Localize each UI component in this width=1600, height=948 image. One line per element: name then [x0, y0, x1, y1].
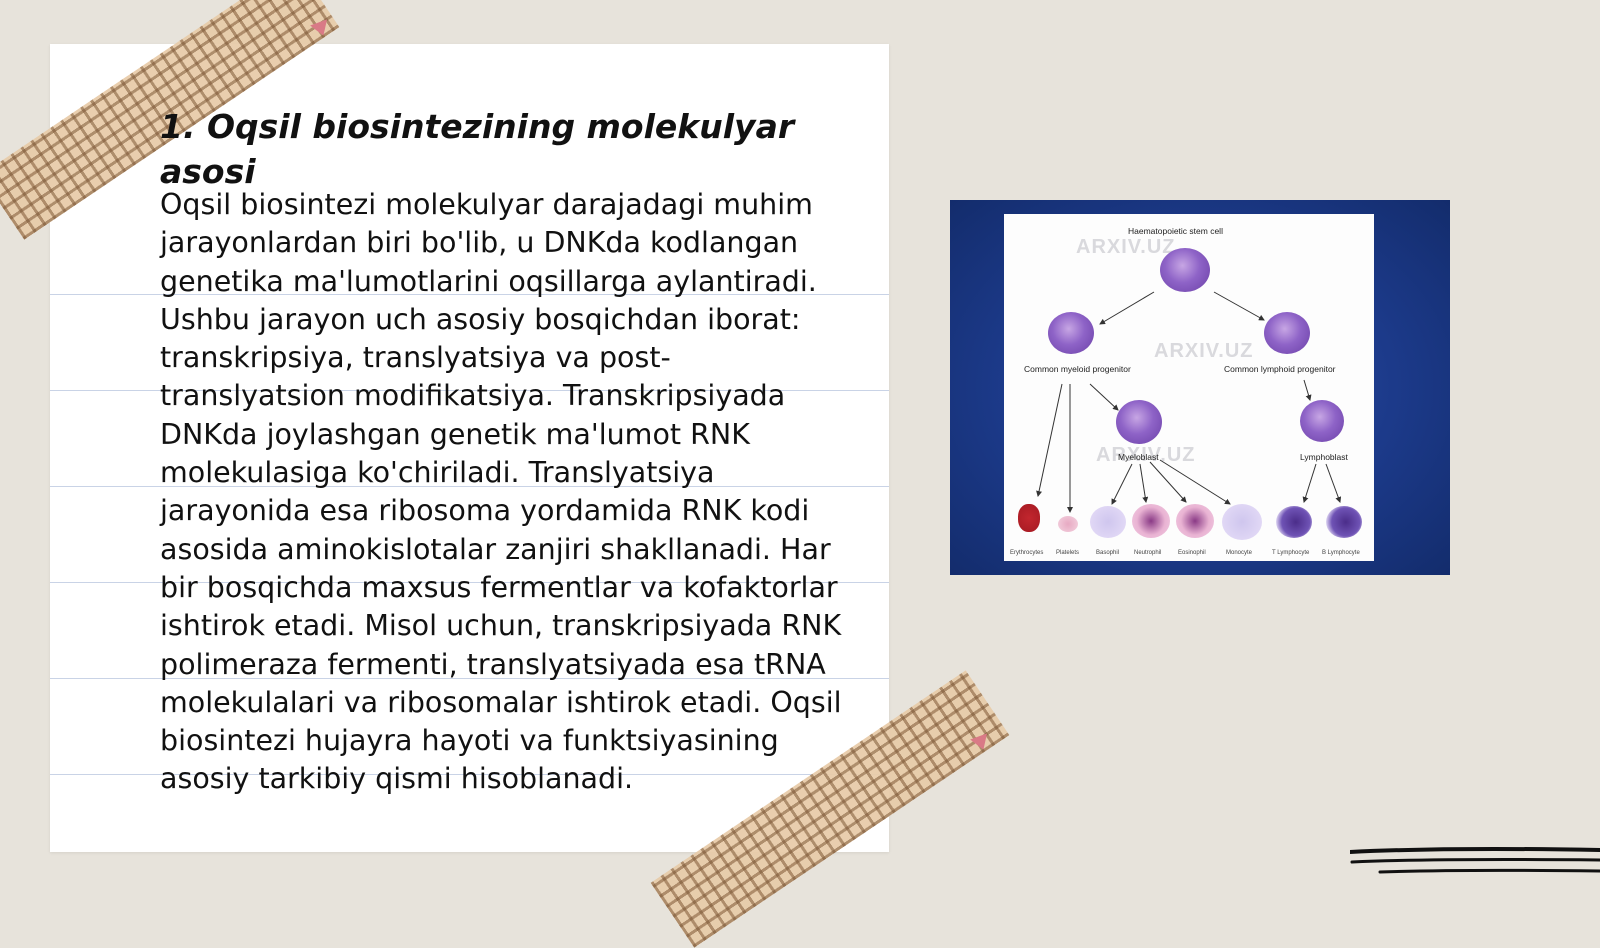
label-t-lymphocyte: T Lymphocyte — [1272, 550, 1310, 556]
paper-rule — [50, 678, 889, 679]
label-myeloid: Common myeloid progenitor — [1024, 364, 1131, 374]
paper-rule — [50, 774, 889, 775]
eosinophil-cell — [1176, 504, 1214, 538]
paper-rule — [50, 486, 889, 487]
label-myeloblast: Myeloblast — [1118, 452, 1159, 462]
lymphoblast-cell — [1300, 400, 1344, 442]
label-erythrocytes: Erythrocytes — [1010, 550, 1044, 556]
label-neutrophil: Neutrophil — [1134, 550, 1162, 556]
monocyte-cell — [1222, 504, 1262, 540]
label-stem-cell: Haematopoietic stem cell — [1128, 226, 1223, 236]
slide-title: 1. Oqsil biosintezining molekulyar asosi — [160, 107, 795, 191]
t-lymphocyte-cell — [1276, 506, 1312, 538]
erythrocyte-cell — [1018, 504, 1040, 532]
stem-cell — [1160, 248, 1210, 292]
watermark: ARXIV.UZ — [1154, 340, 1254, 362]
b-lymphocyte-cell — [1326, 506, 1362, 538]
lymphoid-progenitor-cell — [1264, 312, 1310, 354]
label-eosinophil: Eosinophil — [1178, 550, 1206, 556]
note-paper — [50, 44, 889, 852]
label-platelets: Platelets — [1056, 550, 1080, 556]
label-monocyte: Monocyte — [1226, 550, 1253, 556]
myeloblast-cell — [1116, 400, 1162, 444]
myeloid-progenitor-cell — [1048, 312, 1094, 354]
paper-rule — [50, 582, 889, 583]
paper-rule — [50, 390, 889, 391]
label-lymphoblast: Lymphoblast — [1300, 452, 1348, 462]
paper-rule — [50, 294, 889, 295]
platelet-cell — [1058, 516, 1078, 532]
slide-body-text: Oqsil biosintezi molekulyar darajadagi m… — [160, 188, 842, 796]
watermark: ARXIV.UZ — [1076, 236, 1176, 258]
diagram-arrows — [1036, 291, 1342, 513]
brush-lines-decoration — [1350, 846, 1600, 874]
hematopoiesis-figure: ARXIV.UZ ARXIV.UZ ARXIV.UZ Haematopoieti… — [950, 200, 1450, 575]
watermark: ARXIV.UZ — [1096, 444, 1196, 466]
label-lymphoid: Common lymphoid progenitor — [1224, 364, 1336, 374]
label-basophil: Basophil — [1096, 550, 1120, 556]
hematopoiesis-diagram: ARXIV.UZ ARXIV.UZ ARXIV.UZ Haematopoieti… — [1004, 214, 1374, 561]
neutrophil-cell — [1132, 504, 1170, 538]
label-b-lymphocyte: B Lymphocyte — [1322, 550, 1360, 556]
basophil-cell — [1090, 506, 1126, 538]
